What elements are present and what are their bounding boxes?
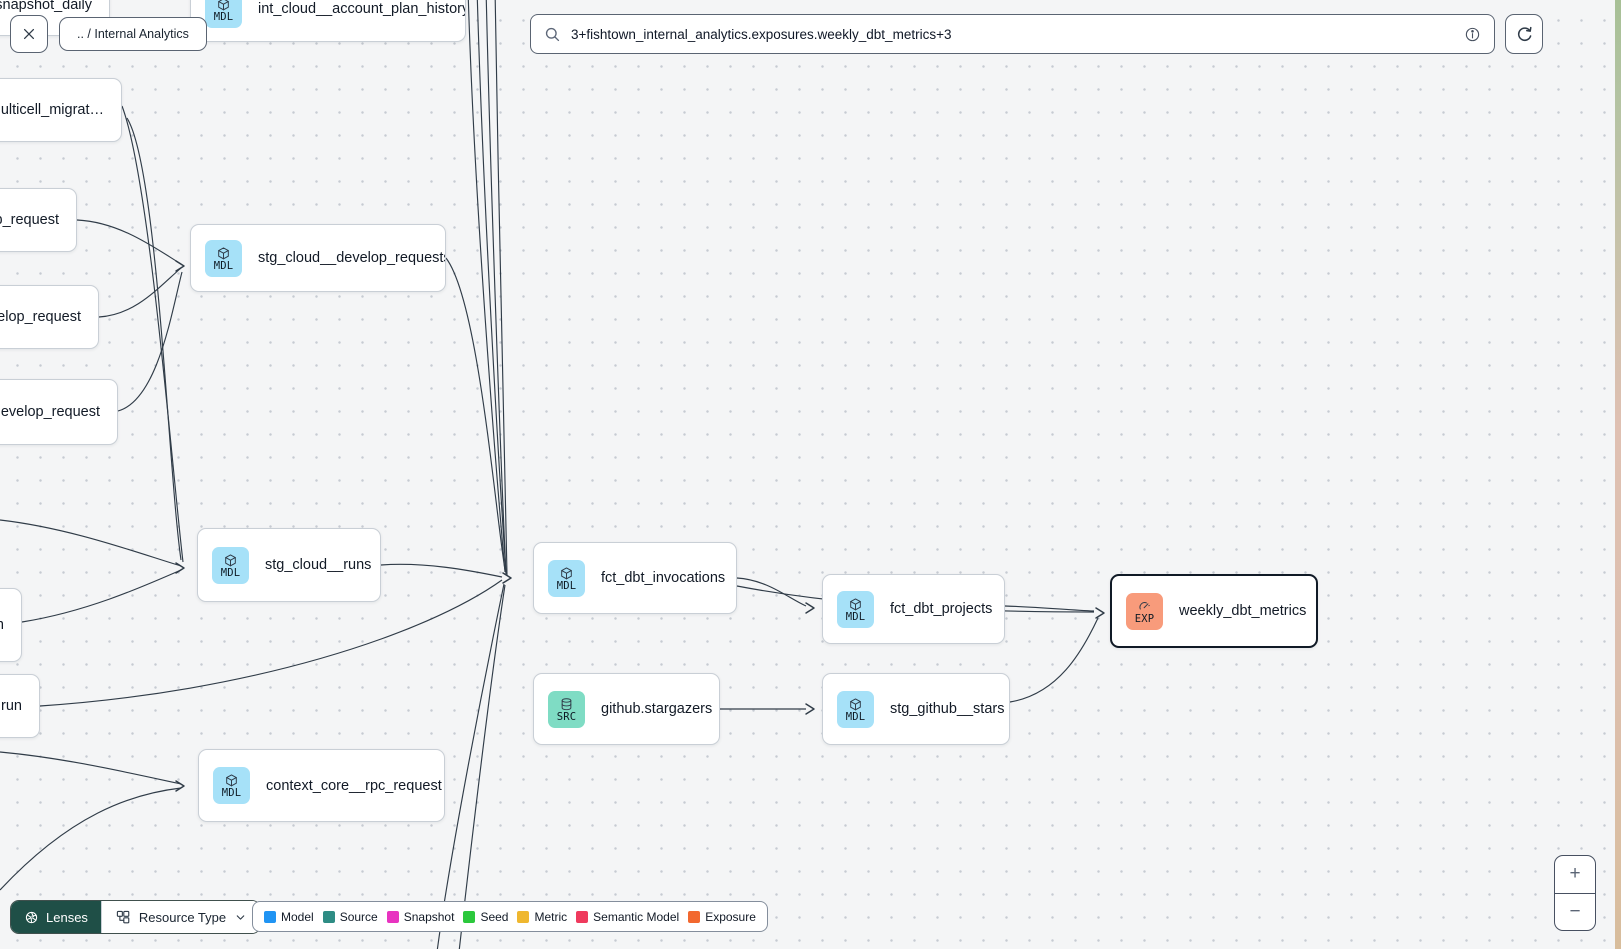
graph-node-p_request[interactable]: p_request <box>0 188 77 252</box>
legend-swatch <box>517 910 530 923</box>
legend-swatch <box>322 910 335 923</box>
legend-label: Exposure <box>705 909 756 924</box>
legend-label: Source <box>339 909 378 924</box>
search-icon <box>545 27 560 41</box>
graph-node-int_cloud__account_plan_history[interactable]: MDL int_cloud__account_plan_history <box>190 0 466 42</box>
graph-node-stg_cloud__runs[interactable]: MDL stg_cloud__runs <box>197 528 381 602</box>
breadcrumb-label: .. / Internal Analytics <box>77 27 189 41</box>
legend-label: Model <box>281 909 314 924</box>
legend-item-exposure: Exposure <box>688 910 756 924</box>
cube-badge-icon: MDL <box>205 0 242 28</box>
legend-swatch <box>463 910 476 923</box>
gauge-badge-icon: EXP <box>1126 592 1163 630</box>
lenses-button[interactable]: Lenses <box>11 901 101 933</box>
database-badge-icon: SRC <box>548 690 585 728</box>
node-label: stg_cloud__develop_requests <box>258 250 445 266</box>
legend-label: Semantic Model <box>593 909 680 924</box>
legend-swatch <box>386 910 399 923</box>
search-bar[interactable] <box>530 14 1495 54</box>
node-label: weekly_dbt_metrics <box>1179 603 1307 619</box>
lenses-toolbar: Lenses Resource Type <box>10 900 262 934</box>
zoom-controls: + − <box>1554 855 1596 931</box>
graph-node-n_node[interactable]: n <box>0 588 22 662</box>
legend-label: Metric <box>534 909 568 924</box>
node-label: github.stargazers <box>601 701 713 717</box>
zoom-in-button[interactable]: + <box>1555 856 1595 894</box>
legend-swatch <box>264 910 276 923</box>
legend-item-snapshot: Snapshot <box>386 909 455 924</box>
graph-node-fct_dbt_invocations[interactable]: MDL fct_dbt_invocations <box>533 542 737 614</box>
search-input[interactable] <box>571 26 1454 42</box>
refresh-icon <box>1517 26 1532 41</box>
graph-node-develop_request[interactable]: .develop_request <box>0 379 118 445</box>
close-button[interactable] <box>10 15 48 53</box>
zoom-in-label: + <box>1569 863 1581 885</box>
node-label: fct_dbt_invocations <box>601 570 726 586</box>
close-icon <box>23 28 35 40</box>
cube-badge-icon: MDL <box>213 767 250 804</box>
legend-swatch <box>576 910 589 923</box>
graph-node-run_node[interactable]: .run <box>0 674 40 738</box>
resource-type-legend: Model Source Snapshot Seed Metric Semantic Mo… <box>252 901 768 932</box>
legend-item-metric: Metric <box>517 910 567 924</box>
node-label: .develop_request <box>0 404 100 420</box>
legend-item-seed: Seed <box>463 910 508 924</box>
graph-node-velop_request[interactable]: velop_request <box>0 285 99 349</box>
legend-item-model: Model <box>264 910 314 924</box>
node-label: int_cloud__account_plan_history <box>258 1 465 17</box>
resource-type-label: Resource Type <box>138 909 227 925</box>
node-label: multicell_migrat… <box>0 102 104 118</box>
node-label: context_core__rpc_request <box>266 777 442 794</box>
legend-label: Snapshot <box>403 909 455 924</box>
graph-node-stg_github__stars[interactable]: MDL stg_github__stars <box>822 673 1010 745</box>
aperture-icon <box>25 911 38 923</box>
node-label: .run <box>0 698 22 714</box>
node-label: velop_request <box>0 309 81 325</box>
legend-item-source: Source <box>322 909 378 924</box>
node-label: fct_dbt_projects <box>890 601 993 617</box>
resource-type-button[interactable]: Resource Type <box>100 901 261 933</box>
node-label: snapshot_daily <box>0 0 92 13</box>
node-label: n <box>0 617 21 633</box>
cube-badge-icon: MDL <box>837 590 874 628</box>
graph-node-stg_cloud__develop_requests[interactable]: MDL stg_cloud__develop_requests <box>190 224 446 292</box>
info-icon[interactable] <box>1464 26 1481 43</box>
legend-item-semantic-model: Semantic Model <box>576 910 679 924</box>
zoom-out-label: − <box>1569 900 1581 922</box>
graph-node-context_core__rpc_request[interactable]: MDL context_core__rpc_request <box>198 749 445 822</box>
legend-swatch <box>688 910 701 923</box>
refresh-button[interactable] <box>1505 14 1543 54</box>
chevron-down-icon <box>236 914 245 920</box>
screen-edge-strip <box>1615 0 1621 949</box>
graph-node-fct_dbt_projects[interactable]: MDL fct_dbt_projects <box>822 574 1005 644</box>
lenses-label: Lenses <box>46 909 88 925</box>
breadcrumb[interactable]: .. / Internal Analytics <box>59 17 207 51</box>
cube-badge-icon: MDL <box>548 559 585 597</box>
graph-node-multicell_migrat[interactable]: multicell_migrat… <box>0 78 122 142</box>
node-label: stg_github__stars <box>890 701 1005 717</box>
node-label: p_request <box>0 212 59 228</box>
cube-badge-icon: MDL <box>205 239 242 277</box>
hierarchy-icon <box>116 910 130 924</box>
legend-label: Seed <box>480 909 509 924</box>
zoom-out-button[interactable]: − <box>1555 894 1595 931</box>
graph-node-weekly_dbt_metrics[interactable]: EXP weekly_dbt_metrics <box>1110 574 1318 648</box>
cube-badge-icon: MDL <box>837 690 874 728</box>
graph-node-github_stargazers[interactable]: SRC github.stargazers <box>533 673 720 745</box>
node-label: stg_cloud__runs <box>265 557 372 573</box>
cube-badge-icon: MDL <box>212 546 249 584</box>
